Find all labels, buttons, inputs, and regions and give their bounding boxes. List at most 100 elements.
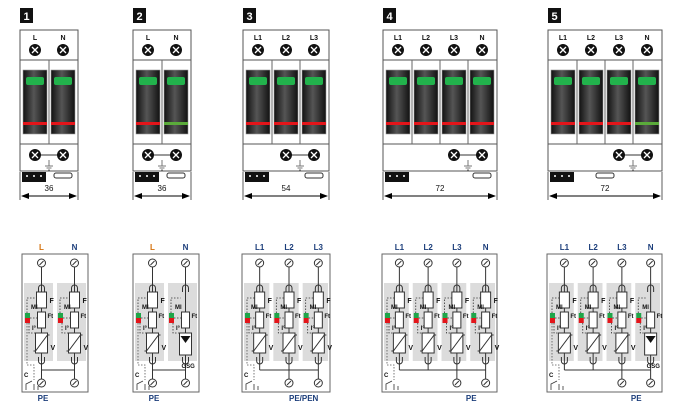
varistor-curve	[613, 334, 630, 352]
pole-label: L1	[394, 35, 402, 42]
fuse-label: F	[50, 298, 55, 305]
indicator-label: MI	[614, 305, 621, 311]
monitoring-link	[637, 297, 647, 334]
screw-cross	[450, 151, 458, 159]
indicator-red	[471, 318, 477, 323]
indicator-red	[385, 318, 390, 323]
remote-contact-icon	[385, 380, 399, 390]
fuse-symbol	[147, 291, 158, 309]
module-stripe	[136, 122, 160, 125]
fuse-symbol	[587, 291, 599, 309]
varistor-label: V	[495, 345, 500, 352]
screw-cross	[59, 46, 67, 54]
schematic-1	[21, 253, 89, 393]
remote-contact-icon	[136, 380, 150, 390]
pole-label: L1	[254, 35, 262, 42]
plug-contact-icon	[38, 357, 45, 365]
plug-contact-icon	[453, 357, 461, 365]
status-window	[54, 77, 72, 85]
terminal-slash	[183, 380, 188, 386]
contact-label: C	[135, 373, 140, 379]
remote-contact-icon	[25, 380, 39, 390]
schematic-pole-label: N	[183, 243, 189, 252]
status-window	[417, 77, 435, 85]
module-stripe	[470, 122, 494, 125]
screw-cross	[31, 151, 39, 159]
thermal-label: Ft	[295, 314, 301, 320]
thermal-label: Ft	[192, 314, 198, 320]
monitoring-link	[472, 297, 482, 334]
fuse-label: F	[407, 298, 412, 305]
thermal-label: Ft	[628, 314, 634, 320]
terminal-slash	[39, 380, 44, 386]
plug-contact-icon	[395, 284, 403, 292]
monitoring-link	[415, 297, 425, 334]
temp-label: I°	[143, 326, 148, 332]
device-number: 2	[136, 11, 142, 23]
varistor-curve	[448, 334, 465, 352]
pe-label: PE/PEN	[289, 394, 319, 403]
varistor-curve	[420, 334, 437, 352]
thermal-disconnector	[646, 311, 656, 329]
device-row	[19, 8, 663, 200]
din-clip	[53, 172, 73, 179]
status-window	[610, 77, 628, 85]
schematic-4	[381, 253, 498, 393]
terminal-slash	[72, 260, 77, 266]
earth-icon	[45, 160, 53, 171]
indicator-red	[58, 318, 63, 323]
terminal-slash	[183, 260, 188, 266]
temp-label: I°	[421, 326, 426, 332]
screw-cross	[144, 151, 152, 159]
fuse-symbol	[480, 291, 492, 309]
fuse-symbol	[451, 291, 463, 309]
remote-contact-link	[246, 323, 255, 380]
plug-contact-icon	[482, 357, 490, 365]
plug-contact-icon	[149, 357, 156, 365]
monitoring-link	[580, 297, 590, 334]
terminal-slash	[397, 260, 402, 266]
module-stripe	[23, 122, 47, 125]
fuse-label: F	[436, 298, 441, 305]
device-number: 5	[551, 11, 557, 23]
pole-label: L3	[310, 35, 318, 42]
fuse-label: F	[268, 298, 273, 305]
temp-label: I°	[252, 326, 257, 332]
temp-label: I°	[586, 326, 591, 332]
fuse-symbol	[36, 291, 47, 309]
plug-contact-icon	[71, 357, 78, 365]
module-stripe	[414, 122, 438, 125]
status-window	[277, 77, 295, 85]
varistor-curve	[391, 334, 408, 352]
width-dimension-label: 36	[158, 184, 167, 193]
connector-pin	[561, 175, 563, 177]
indicator-red	[274, 318, 280, 323]
connector-pin	[139, 175, 141, 177]
remote-contact-link	[137, 323, 146, 380]
schematic-pole-label: L2	[284, 243, 294, 252]
screw-cross	[172, 151, 180, 159]
thermal-disconnector	[181, 311, 190, 329]
width-dimension-label: 72	[436, 184, 445, 193]
plug-contact-icon	[589, 284, 597, 292]
plug-contact-icon	[285, 357, 293, 365]
schematic-pole-label: L3	[314, 243, 324, 252]
screw-cross	[587, 46, 595, 54]
indicator-green	[550, 313, 555, 318]
plug-contact-icon	[314, 357, 322, 365]
din-clip	[304, 172, 324, 179]
thermal-disconnector	[394, 311, 404, 329]
screw-cross	[615, 46, 623, 54]
schematic-pole-label: L1	[255, 243, 265, 252]
pole-label: L3	[615, 35, 623, 42]
remote-contact-icon	[245, 380, 259, 390]
varistor-label: V	[466, 345, 471, 352]
temp-label: I°	[557, 326, 562, 332]
schematic-pole-label: N	[648, 243, 654, 252]
status-window	[473, 77, 491, 85]
remote-contact-link	[386, 323, 395, 380]
pole-label: L3	[450, 35, 458, 42]
width-dimension-label: 72	[601, 184, 610, 193]
thermal-label: Ft	[81, 314, 87, 320]
device-2	[132, 8, 192, 200]
